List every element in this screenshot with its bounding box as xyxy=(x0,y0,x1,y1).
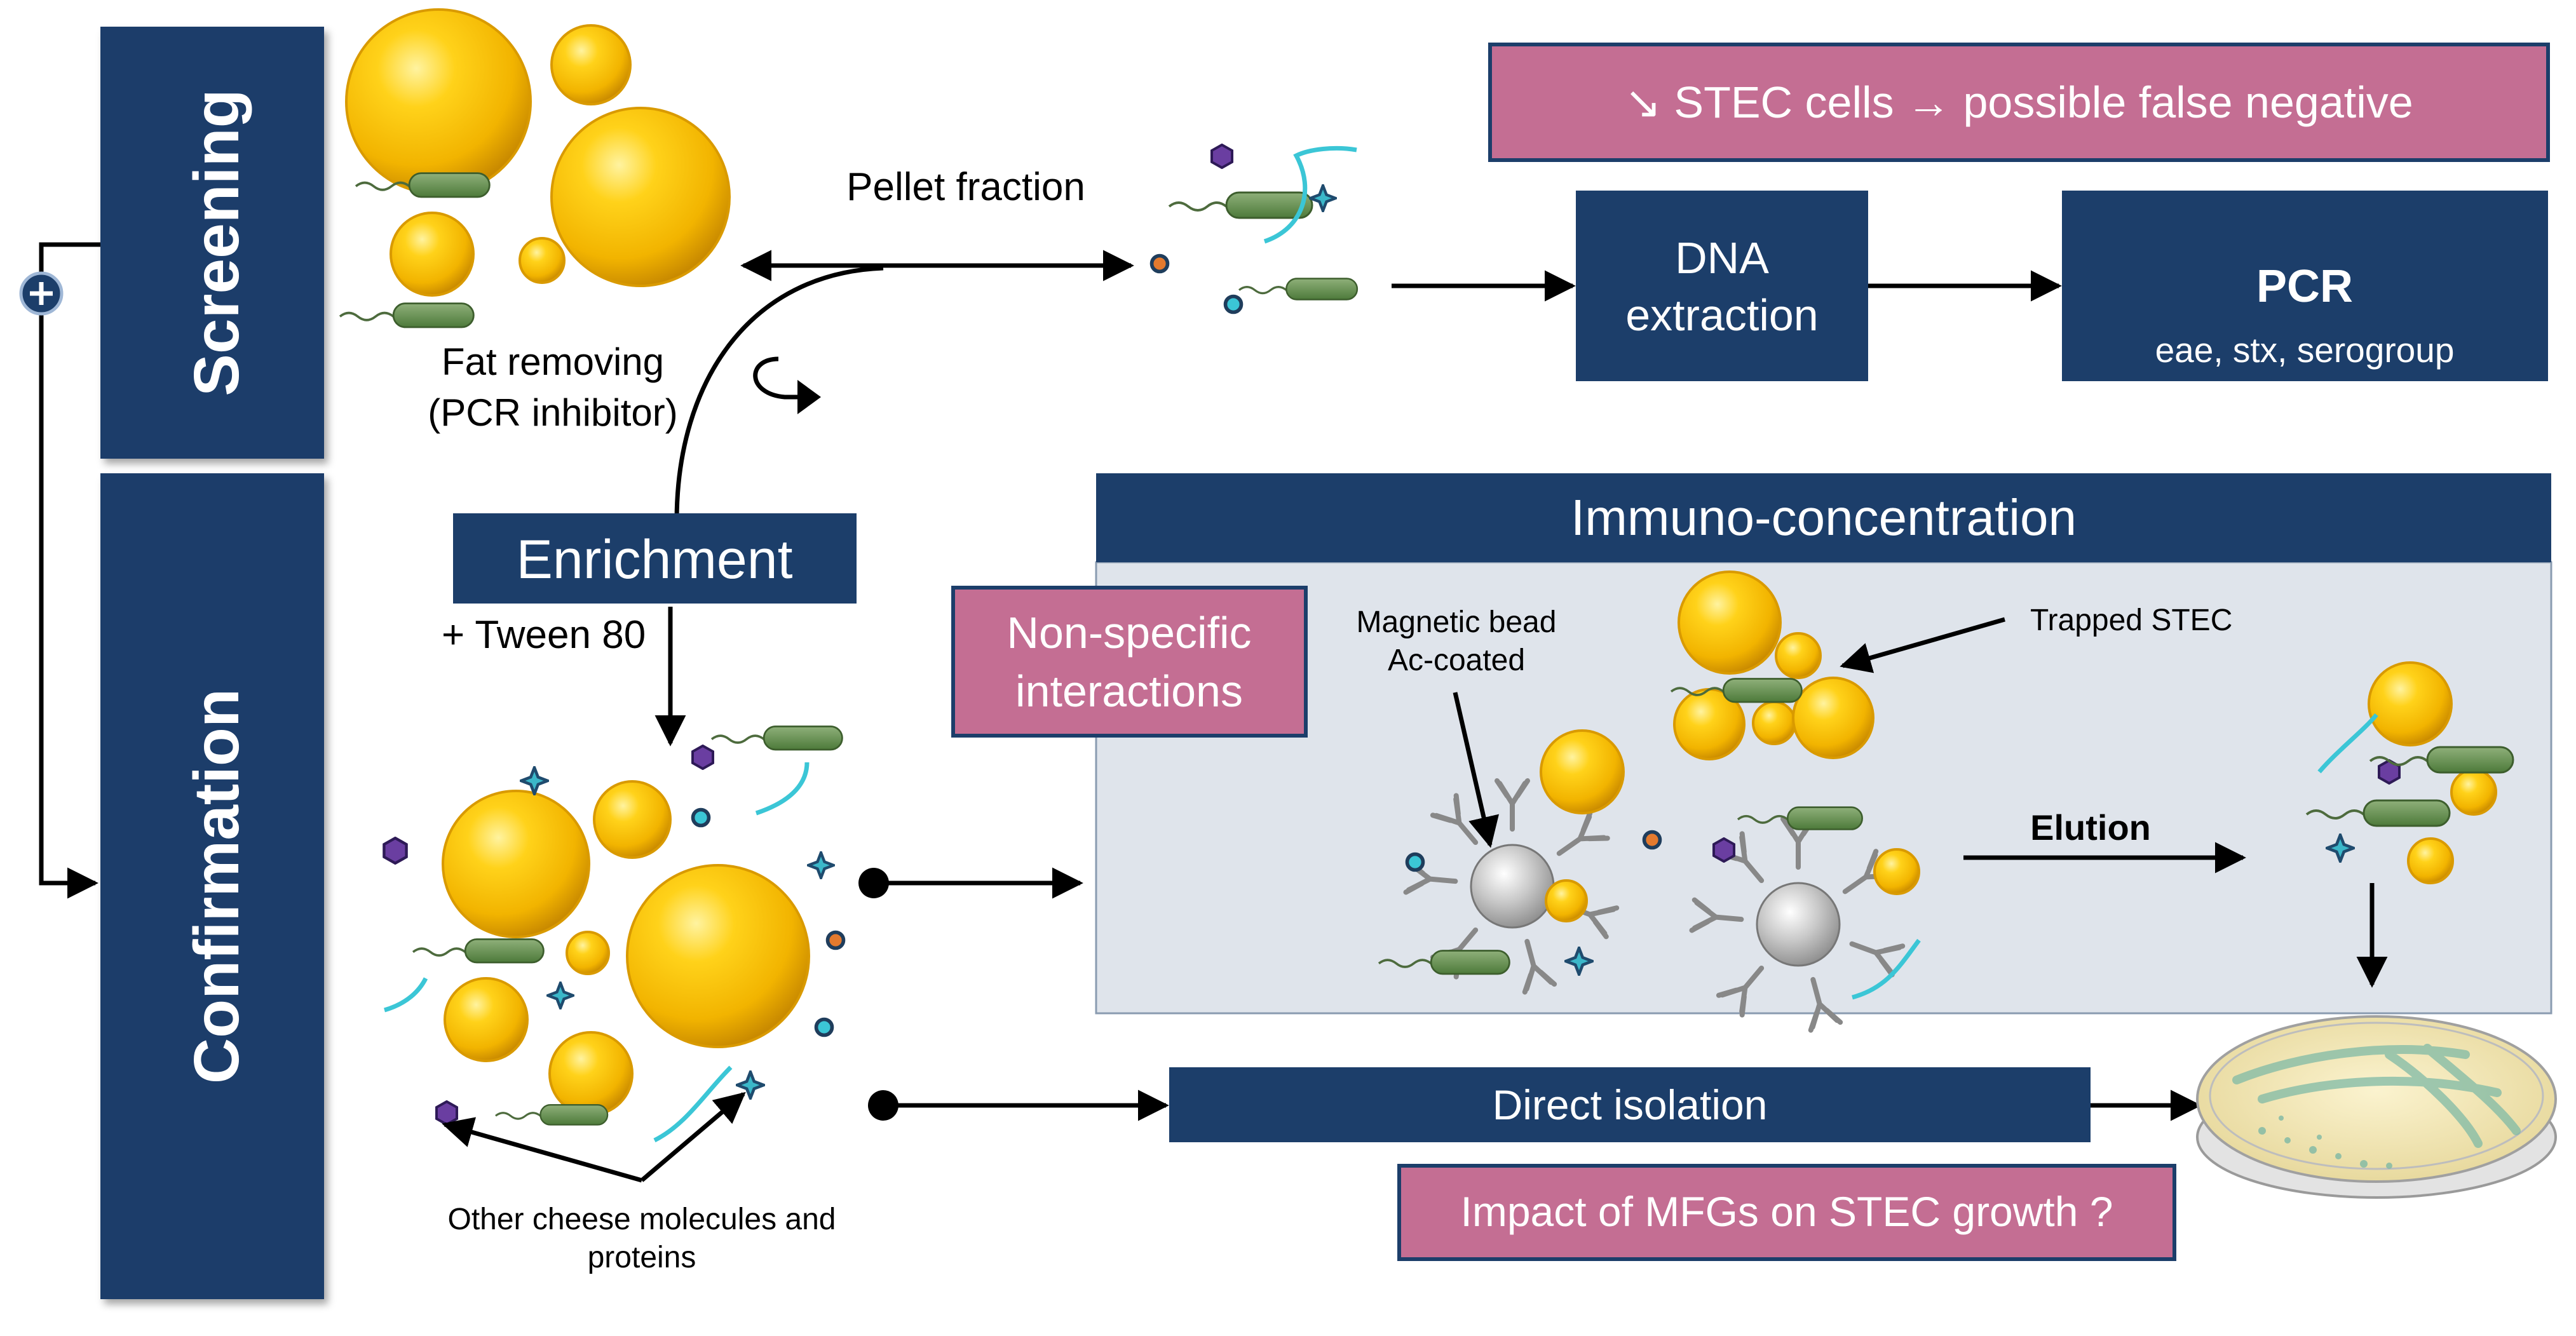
screening-label: Screening xyxy=(181,89,252,396)
screening-bar xyxy=(100,27,324,459)
cheese-pointer-arrows xyxy=(442,1091,746,1183)
dna-extraction-box: DNA extraction xyxy=(1576,191,1868,381)
fat-removing-label: Fat removing xyxy=(442,341,664,383)
cheese-mixture-cluster xyxy=(384,725,843,1143)
pcr-targets: eae, stx, serogroup xyxy=(2155,330,2455,370)
pellet-fraction-label: Pellet fraction xyxy=(846,165,1085,209)
bead-label-line1: Magnetic bead xyxy=(1357,605,1557,639)
pcr-box: PCR eae, stx, serogroup xyxy=(2062,191,2548,381)
pcr-inhibitor-label: (PCR inhibitor) xyxy=(428,391,677,434)
magnetic-bead-1 xyxy=(1378,729,1625,992)
confirmation-label: Confirmation xyxy=(181,689,252,1084)
tween-label: + Tween 80 xyxy=(442,613,646,657)
fat-globules-top xyxy=(339,8,731,328)
immuno-title: Immuno-concentration xyxy=(1571,489,2077,546)
trapped-stec-cluster xyxy=(1670,570,1874,760)
enrichment-box: Enrichment xyxy=(453,513,857,604)
direct-isolation-label: Direct isolation xyxy=(1493,1081,1768,1128)
impact-label: Impact of MFGs on STEC growth ? xyxy=(1461,1188,2113,1235)
dna-extraction-line1: DNA xyxy=(1675,233,1769,283)
direct-isolation-box: Direct isolation xyxy=(1169,1067,2091,1142)
false-negative-text: ↘ STEC cells → possible false negative xyxy=(1624,78,2413,127)
plus-connector xyxy=(19,242,100,899)
eluted-cluster xyxy=(2305,661,2514,884)
cheese-caption-line1: Other cheese molecules and xyxy=(447,1203,836,1236)
screening-section: Screening xyxy=(100,27,324,459)
nonspecific-line2: interactions xyxy=(1015,666,1243,716)
impact-box: Impact of MFGs on STEC growth ? xyxy=(1397,1164,2176,1261)
elution-label: Elution xyxy=(2030,807,2151,847)
flow-to-immuno xyxy=(858,867,1083,899)
pellet-bacteria-cluster xyxy=(1152,144,1359,312)
cheese-caption-line2: proteins xyxy=(588,1241,696,1274)
confirmation-section: Confirmation xyxy=(100,473,324,1299)
dna-extraction-line2: extraction xyxy=(1625,290,1818,340)
confirmation-bar xyxy=(100,473,324,1299)
nonspecific-line1: Non-specific xyxy=(1007,608,1251,658)
flow-to-isolation xyxy=(868,1090,1169,1121)
pcr-title: PCR xyxy=(2256,261,2353,312)
bacterium-icon xyxy=(1168,191,1313,219)
magnetic-bead-icon xyxy=(1470,844,1555,929)
enrichment-label: Enrichment xyxy=(517,529,793,590)
false-negative-box: ↘ STEC cells → possible false negative xyxy=(1488,43,2550,162)
nonspecific-box: Non-specific interactions xyxy=(951,586,1308,738)
bead-label-line2: Ac-coated xyxy=(1388,644,1525,677)
pellet-arrow xyxy=(674,250,1134,522)
magnetic-bead-2 xyxy=(1692,806,1921,1030)
rotate-arrow-icon xyxy=(753,356,821,414)
fat-globule-icon xyxy=(345,8,532,195)
petri-dish-icon xyxy=(2196,1015,2557,1199)
trapped-stec-label: Trapped STEC xyxy=(2030,604,2232,637)
